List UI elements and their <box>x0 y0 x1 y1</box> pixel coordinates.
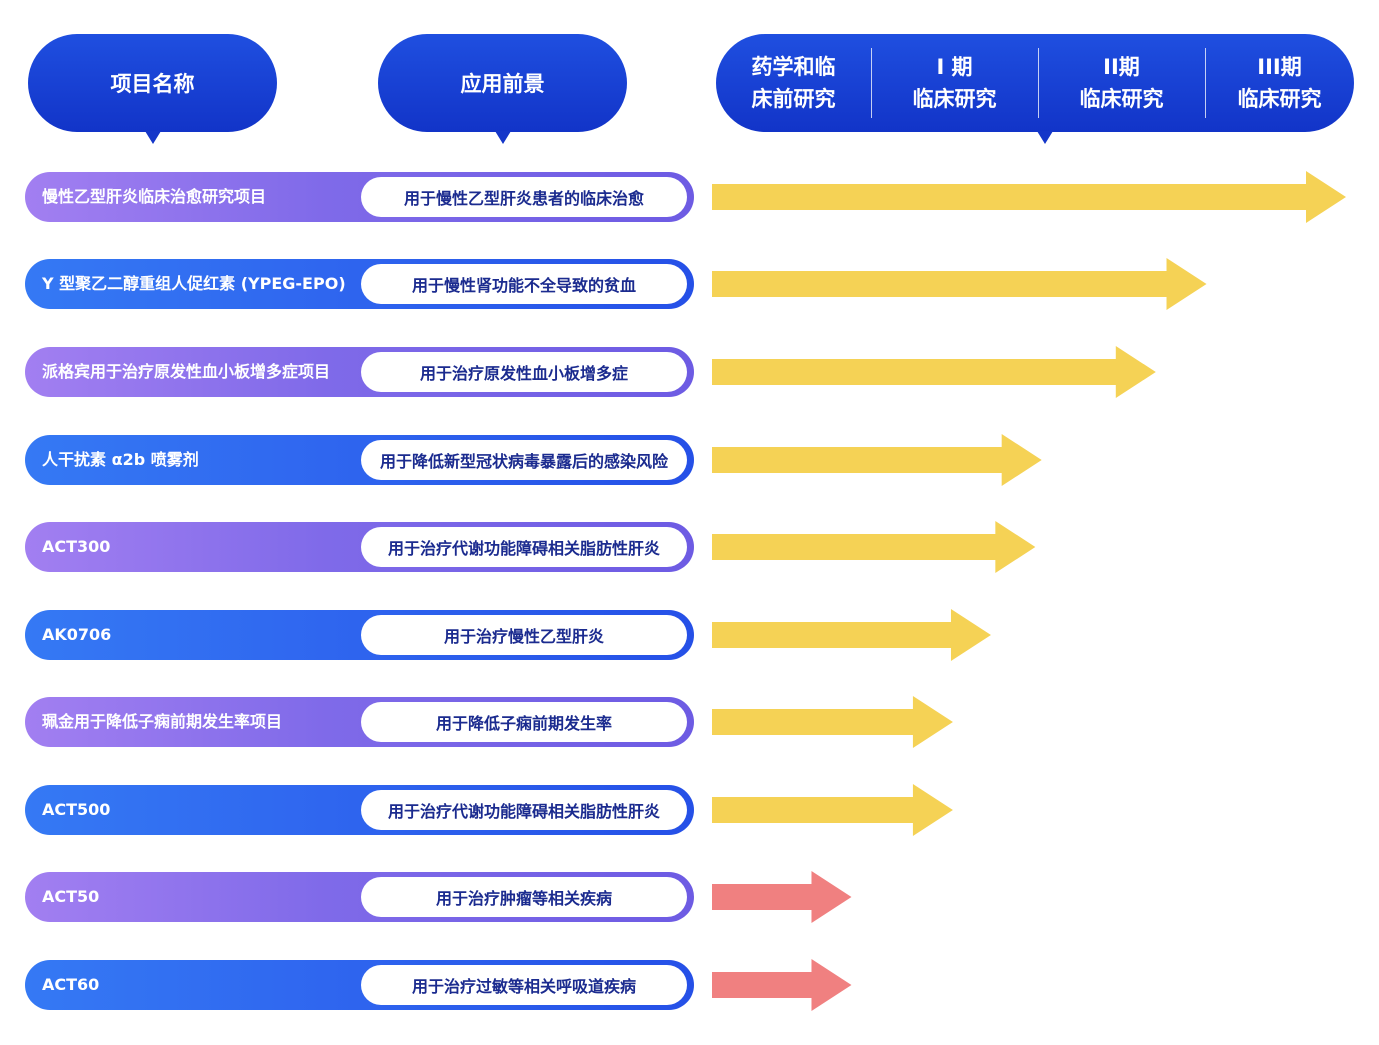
progress-arrow <box>712 346 1156 398</box>
progress-arrow <box>712 871 852 923</box>
progress-arrow <box>712 171 1346 223</box>
phase-1: I 期 临床研究 <box>871 34 1038 132</box>
application-text: 用于治疗代谢功能障碍相关脂肪性肝炎 <box>387 802 660 821</box>
application-text: 用于治疗代谢功能障碍相关脂肪性肝炎 <box>387 539 660 558</box>
project-application: 用于治疗原发性血小板增多症 <box>361 352 687 392</box>
project-row: ACT300 用于治疗代谢功能障碍相关脂肪性肝炎 <box>25 522 694 572</box>
phase-2: II期 临床研究 <box>1038 34 1205 132</box>
header-project-name: 项目名称 <box>28 34 277 144</box>
project-application: 用于降低子痫前期发生率 <box>361 702 687 742</box>
project-row: 慢性乙型肝炎临床治愈研究项目 用于慢性乙型肝炎患者的临床治愈 <box>25 172 694 222</box>
project-row: ACT500 用于治疗代谢功能障碍相关脂肪性肝炎 <box>25 785 694 835</box>
phase-preclinical: 药学和临 床前研究 <box>716 34 871 132</box>
project-row: ACT50 用于治疗肿瘤等相关疾病 <box>25 872 694 922</box>
phase-line: III期 <box>1257 55 1302 79</box>
phase-line: 临床研究 <box>1237 87 1322 111</box>
project-name: ACT500 <box>42 800 111 819</box>
project-application: 用于治疗慢性乙型肝炎 <box>361 615 687 655</box>
progress-arrow <box>712 258 1207 310</box>
phase-line: 药学和临 <box>751 55 836 79</box>
phase-divider <box>1205 48 1206 118</box>
project-application: 用于治疗肿瘤等相关疾病 <box>361 877 687 917</box>
project-application: 用于降低新型冠状病毒暴露后的感染风险 <box>361 440 687 480</box>
project-row: 派格宾用于治疗原发性血小板增多症项目 用于治疗原发性血小板增多症 <box>25 347 694 397</box>
project-row: 人干扰素 α2b 喷雾剂 用于降低新型冠状病毒暴露后的感染风险 <box>25 435 694 485</box>
application-text: 用于治疗过敏等相关呼吸道疾病 <box>411 977 636 996</box>
progress-arrow <box>712 521 1036 573</box>
application-text: 用于降低子痫前期发生率 <box>435 714 612 733</box>
application-text: 用于治疗原发性血小板增多症 <box>419 364 628 383</box>
phase-divider <box>1038 48 1039 118</box>
project-application: 用于治疗代谢功能障碍相关脂肪性肝炎 <box>361 527 687 567</box>
application-text: 用于慢性肾功能不全导致的贫血 <box>411 276 636 295</box>
header-project-name-label: 项目名称 <box>110 72 195 96</box>
project-application: 用于慢性乙型肝炎患者的临床治愈 <box>361 177 687 217</box>
project-row: ACT60 用于治疗过敏等相关呼吸道疾病 <box>25 960 694 1010</box>
phase-line: II期 <box>1103 55 1140 79</box>
project-application: 用于治疗过敏等相关呼吸道疾病 <box>361 965 687 1005</box>
project-row: Y 型聚乙二醇重组人促红素 (YPEG-EPO) 用于慢性肾功能不全导致的贫血 <box>25 259 694 309</box>
phase-line: 临床研究 <box>912 87 997 111</box>
project-application: 用于慢性肾功能不全导致的贫血 <box>361 264 687 304</box>
application-text: 用于治疗肿瘤等相关疾病 <box>435 889 612 908</box>
application-text: 用于慢性乙型肝炎患者的临床治愈 <box>403 189 644 208</box>
project-name: ACT300 <box>42 537 111 556</box>
project-name: ACT50 <box>42 887 100 906</box>
header-application: 应用前景 <box>378 34 627 144</box>
project-row: AK0706 用于治疗慢性乙型肝炎 <box>25 610 694 660</box>
header-pointer <box>1037 131 1053 144</box>
project-name: 派格宾用于治疗原发性血小板增多症项目 <box>42 362 331 381</box>
project-name: ACT60 <box>42 975 100 994</box>
phase-3: III期 临床研究 <box>1205 34 1354 132</box>
project-name: AK0706 <box>42 625 112 644</box>
project-row: 珮金用于降低子痫前期发生率项目 用于降低子痫前期发生率 <box>25 697 694 747</box>
project-application: 用于治疗代谢功能障碍相关脂肪性肝炎 <box>361 790 687 830</box>
header-pointer <box>144 131 161 144</box>
progress-arrow <box>712 959 852 1011</box>
progress-arrow <box>712 609 991 661</box>
phase-divider <box>871 48 872 118</box>
phase-line: I 期 <box>936 55 973 79</box>
header-application-label: 应用前景 <box>460 72 545 96</box>
phase-line: 临床研究 <box>1079 87 1164 111</box>
project-name: 人干扰素 α2b 喷雾剂 <box>42 450 199 469</box>
application-text: 用于治疗慢性乙型肝炎 <box>443 627 604 646</box>
application-text: 用于降低新型冠状病毒暴露后的感染风险 <box>379 452 668 471</box>
project-name: 慢性乙型肝炎临床治愈研究项目 <box>42 187 267 206</box>
project-name: Y 型聚乙二醇重组人促红素 (YPEG-EPO) <box>42 274 346 293</box>
project-name: 珮金用于降低子痫前期发生率项目 <box>42 712 283 731</box>
header-phases: 药学和临 床前研究 I 期 临床研究 II期 临床研究 III期 临床研究 <box>716 34 1354 144</box>
progress-arrow <box>712 784 953 836</box>
progress-arrow <box>712 696 953 748</box>
header-pointer <box>494 131 511 144</box>
phase-line: 床前研究 <box>751 87 836 111</box>
progress-arrow <box>712 434 1042 486</box>
